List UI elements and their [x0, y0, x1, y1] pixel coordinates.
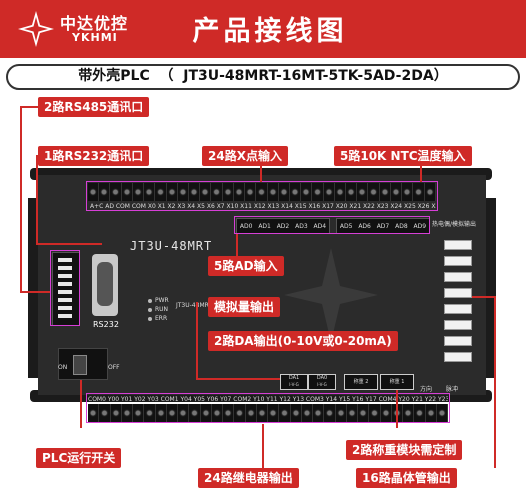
label-analog-output: 模拟量输出: [208, 297, 281, 317]
label-run-switch: PLC运行开关: [36, 448, 122, 468]
right-connector-7: [444, 336, 472, 346]
ad5-label: AD5: [339, 222, 353, 230]
led-pwr: PWR: [155, 297, 169, 304]
brand-name-english: YKHMI: [72, 31, 118, 44]
ad3-label: AD3: [295, 222, 308, 230]
weigh-leader: [396, 390, 398, 428]
switch-on-label: ON: [58, 364, 68, 371]
watermark-logo-icon: [284, 248, 378, 342]
brand-name: 中达优控: [60, 14, 129, 33]
transistor-leader-v: [494, 296, 496, 468]
da1-box: DA1 I-V-G: [280, 374, 308, 390]
rs485-connector: [52, 252, 80, 326]
ad1-label: AD1: [258, 222, 271, 230]
right-connector-4: [444, 288, 472, 298]
rs485-leader-top: [20, 106, 38, 108]
weigh-box-1: 称重 1: [380, 374, 414, 390]
input-terminal-block: [88, 183, 436, 201]
ad4-label: AD4: [313, 222, 327, 230]
right-connector-6: [444, 320, 472, 330]
ad-highlight: [234, 216, 430, 234]
rs485-highlight: [50, 250, 80, 326]
status-led-panel: PWR RUN ERR: [148, 296, 169, 323]
output-terminal-labels: COM0 Y00 Y01 Y02 Y03 COM1 Y04 Y05 Y06 Y0…: [88, 396, 448, 403]
brand-logo-icon: [18, 11, 54, 47]
ad6-label: AD6: [358, 222, 371, 230]
run-switch[interactable]: [58, 348, 108, 380]
right-connector-2: [444, 256, 472, 266]
rs232-connector: [92, 254, 118, 316]
ad8-label: AD8: [395, 222, 408, 230]
x-input-highlight: [86, 181, 438, 211]
rs232-leader-v: [36, 155, 38, 243]
rs232-port-label: RS232: [93, 320, 119, 329]
right-connector-8: [444, 352, 472, 362]
ad-group-a: AD0 AD1 AD2 AD3 AD4: [236, 218, 330, 234]
analog-leader-h: [196, 378, 280, 380]
pulse-label: 脉冲: [446, 386, 459, 393]
relay-leader: [262, 424, 264, 468]
switch-off-label: OFF: [108, 364, 120, 371]
device-small-model: JT3U-48MRT: [176, 302, 213, 309]
led-run: RUN: [155, 306, 169, 313]
label-ad-input: 5路AD输入: [208, 256, 284, 276]
label-transistor-output: 16路晶体管输出: [356, 468, 457, 488]
right-connector-3: [444, 272, 472, 282]
led-err: ERR: [155, 315, 168, 322]
ad9-label: AD9: [413, 222, 427, 230]
label-ntc: 5路10K NTC温度输入: [334, 146, 472, 166]
page-title: 产品接线图: [192, 16, 348, 47]
label-rs485: 2路RS485通讯口: [38, 97, 150, 117]
x-input-leader: [260, 164, 262, 182]
transistor-leader-h: [472, 296, 496, 298]
device-model-label: JT3U-48MRT: [130, 239, 213, 253]
switch-leader: [80, 380, 82, 428]
ad0-label: AD0: [239, 222, 253, 230]
rs485-leader-v: [20, 106, 22, 291]
model-bar: [6, 64, 520, 90]
ad2-label: AD2: [276, 222, 290, 230]
output-terminal-block: [88, 404, 448, 422]
rs485-leader-h: [20, 291, 50, 293]
right-connector-5: [444, 304, 472, 314]
right-connector-1: [444, 240, 472, 250]
output-highlight: [86, 393, 450, 423]
header-banner: [0, 0, 526, 58]
input-terminal-labels: A+C AD COM COM X0 X1 X2 X3 X4 X5 X6 X7 X…: [90, 203, 436, 210]
ad-group-b: AD5 AD6 AD7 AD8 AD9: [336, 218, 430, 234]
thermo-header: 热电偶/模拟输出: [432, 221, 477, 228]
ntc-leader: [420, 164, 422, 182]
rs232-leader-h: [36, 243, 102, 245]
analog-leader-v: [196, 302, 198, 378]
direction-label: 方向: [420, 386, 433, 393]
label-rs232: 1路RS232通讯口: [38, 146, 150, 166]
model-line: 带外壳PLC （ JT3U-48MRT-16MT-5TK-5AD-2DA）: [78, 68, 448, 84]
label-da-output: 2路DA输出(0-10V或0-20mA): [208, 331, 398, 351]
ad-leader: [236, 234, 238, 258]
weigh-box-2: 称重 2: [344, 374, 378, 390]
da0-box: DA0 I-V-G: [308, 374, 336, 390]
ad7-label: AD7: [376, 222, 390, 230]
label-weigh: 2路称重模块需定制: [346, 440, 463, 460]
label-relay-output: 24路继电器输出: [198, 468, 299, 488]
label-x-inputs: 24路X点输入: [202, 146, 288, 166]
